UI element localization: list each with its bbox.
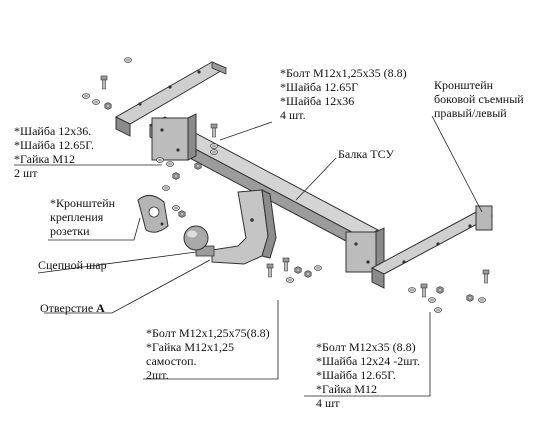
left-washers-line1: *Шайба 12х36. [14,124,92,138]
bottom-bolt-line3: самостоп. [146,354,197,368]
top-bolt-line2: *Шайба 12.65Г [280,80,359,94]
hitch-arm [211,189,277,265]
socket-bracket-line3: розетки [50,224,90,238]
bottom-bolt-line1: *Болт М12х1,25х75(8.8) [146,326,270,340]
hole-label: Отверстие А [40,301,105,315]
fasteners-bottom [266,257,322,283]
socket-bracket-line2: крепления [50,210,104,224]
right-bolt-line2: *Шайба 12х24 -2шт. [316,354,420,368]
top-bolt-line3: *Шайба 12х36 [280,94,355,108]
fasteners-socket [172,205,186,218]
fasteners-top-left [82,57,132,110]
left-washers-line2: *Шайба 12.65Г. [14,138,94,152]
left-washers-line3: *Гайка М12 [14,152,76,166]
left-side-bracket [114,61,228,137]
right-bolt-line1: *Болт М12х35 (8.8) [316,340,416,354]
right-bracket-line1: Кронштейн [434,78,494,92]
fasteners-right [408,269,490,313]
right-bolt-label: *Болт М12х35 (8.8) *Шайба 12х24 -2шт. *Ш… [316,340,420,410]
left-washers-label: *Шайба 12х36. *Шайба 12.65Г. *Гайка М12 … [14,124,94,180]
bottom-bolt-line4: 2шт. [146,368,169,382]
left-washers-line4: 2 шт [14,166,38,180]
tow-ball-line1: Сцепной шар [38,258,107,272]
right-bracket-line3: правый/левый [434,106,507,120]
leader-lines [14,115,483,397]
tow-ball-label: Сцепной шар [38,258,107,272]
top-bolt-label: *Болт М12х1,25х35 (8.8) *Шайба 12.65Г *Ш… [280,66,407,122]
right-bolt-line4: *Гайка М12 [316,382,378,396]
right-bracket-label: Кронштейн боковой съемный правый/левый [434,78,524,120]
right-bolt-line5: 4 шт [316,396,340,410]
right-bolt-line3: *Шайба 12.65Г. [316,368,396,382]
right-bracket-line2: боковой съемный [434,92,524,106]
socket-bracket-line1: *Кронштейн [50,196,116,210]
tow-ball [183,225,215,257]
top-bolt-line1: *Болт М12х1,25х35 (8.8) [280,66,407,80]
beam-label: Балка ТСУ [338,147,394,161]
socket-bracket [137,195,169,233]
towbar-beam [148,113,385,273]
beam-line1: Балка ТСУ [338,147,394,161]
top-bolt-line4: 4 шт. [280,108,306,122]
bottom-bolt-label: *Болт М12х1,25х75(8.8) *Гайка М12х1,25 с… [146,326,270,382]
bottom-bolt-line2: *Гайка М12х1,25 [146,340,235,354]
hole-letter: А [96,301,105,315]
right-side-bracket [370,205,494,289]
socket-bracket-label: *Кронштейн крепления розетки [50,196,115,238]
hole-prefix: Отверстие [40,301,97,315]
